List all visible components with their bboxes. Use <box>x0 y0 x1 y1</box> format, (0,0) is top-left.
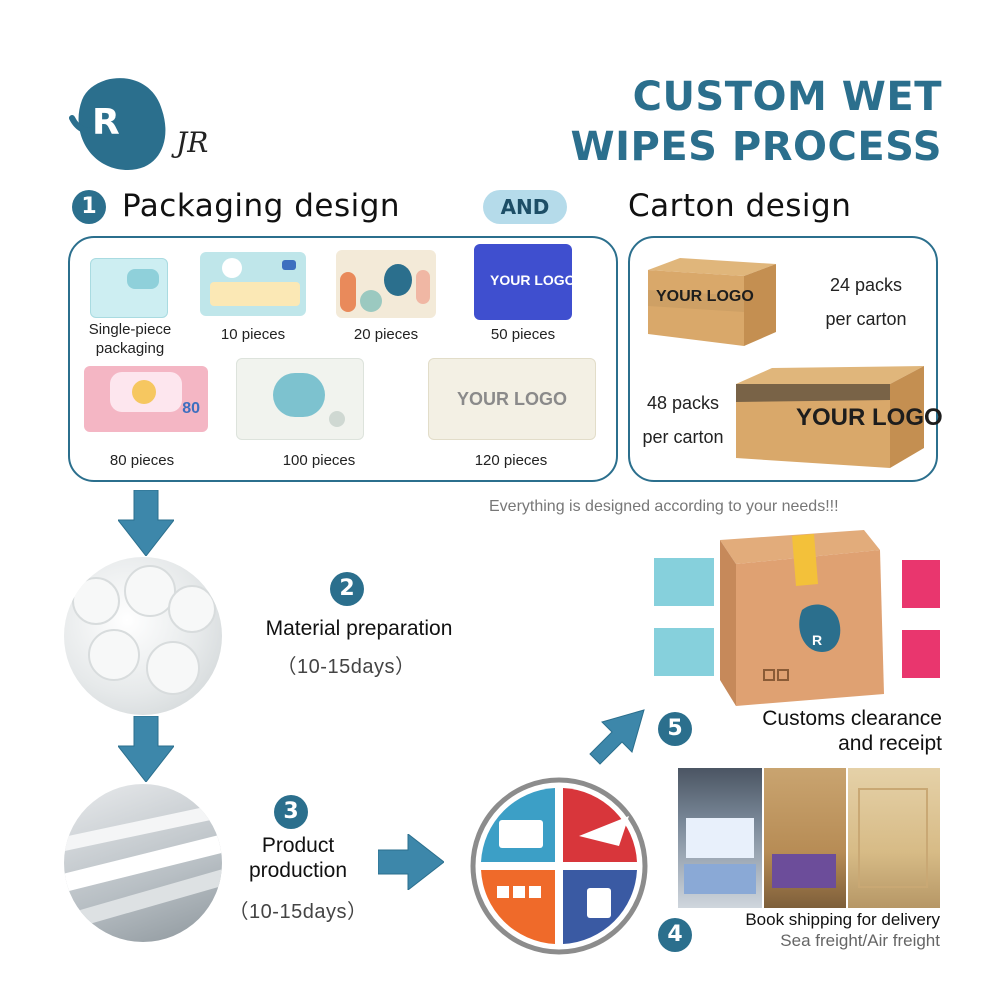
warehouse-photo-1 <box>678 768 762 908</box>
packaging-heading: Packaging design <box>122 188 401 224</box>
step-5-label-line-1: Customs clearance <box>762 707 942 730</box>
pack-80-pieces: 80 <box>84 366 208 432</box>
pack-100-pieces <box>236 358 364 440</box>
step-3-badge: 3 <box>274 795 308 829</box>
caption-120-pieces: 120 pieces <box>474 452 548 469</box>
step-2-label: Material preparation <box>265 617 453 640</box>
step-3-days: （10-15days） <box>228 901 368 923</box>
step-3-label: Product production <box>228 833 368 883</box>
step-4-label: Book shipping for delivery <box>745 910 940 929</box>
caption-single-piece: Single-piece packaging <box>88 321 172 357</box>
transport-modes-icon <box>469 776 649 956</box>
pack-50-logo: YOUR LOGO <box>490 272 572 288</box>
large-carton-caption-line-1: 48 packs <box>646 393 720 413</box>
step-5-badge: 5 <box>658 712 692 746</box>
step-2-badge: 2 <box>330 572 364 606</box>
large-carton-logo: YOUR LOGO <box>796 404 943 431</box>
pack-50-pieces: YOUR LOGO <box>474 244 572 320</box>
carton-heading: Carton design <box>628 188 852 224</box>
step-4-sublabel: Sea freight/Air freight <box>780 931 940 950</box>
caption-100-pieces: 100 pieces <box>282 452 356 469</box>
logo-letter: R <box>92 102 120 143</box>
title-line-1: CUSTOM WET <box>632 74 942 120</box>
large-carton <box>732 362 928 472</box>
step-1-badge: 1 <box>72 190 106 224</box>
small-carton-caption: 24 packs per carton <box>808 268 924 336</box>
step-2-days: （10-15days） <box>276 656 416 678</box>
small-carton-logo: YOUR LOGO <box>656 288 754 305</box>
caption-50-pieces: 50 pieces <box>490 326 556 343</box>
logo-script: JR <box>176 126 209 159</box>
production-line-image <box>64 784 222 942</box>
warehouse-photo-3 <box>848 768 940 908</box>
caption-20-pieces: 20 pieces <box>353 326 419 343</box>
down-arrow-icon-2 <box>118 716 174 782</box>
step-3-label-line-1: Product <box>261 834 335 857</box>
pack-single-piece <box>90 258 168 318</box>
pack-20-pieces <box>336 250 436 318</box>
caption-10-pieces: 10 pieces <box>220 326 286 343</box>
small-carton-caption-line-1: 24 packs <box>829 275 903 295</box>
pack-80-count: 80 <box>182 400 200 417</box>
receipt-box-illustration <box>654 530 940 708</box>
pack-120-logo: YOUR LOGO <box>457 389 568 409</box>
caption-80-pieces: 80 pieces <box>109 452 175 469</box>
small-carton-caption-line-2: per carton <box>825 309 907 329</box>
step-4-badge: 4 <box>658 918 692 952</box>
large-carton-caption: 48 packs per carton <box>634 386 732 454</box>
step-5-label: Customs clearance and receipt <box>718 706 942 756</box>
step-3-label-line-2: production <box>248 859 348 882</box>
page-title: CUSTOM WET WIPES PROCESS <box>571 72 943 172</box>
box-letter: R <box>812 632 823 648</box>
large-carton-caption-line-2: per carton <box>642 427 724 447</box>
design-note: Everything is designed according to your… <box>489 498 839 515</box>
warehouse-photo-2 <box>764 768 846 908</box>
pack-120-pieces: YOUR LOGO <box>428 358 596 440</box>
and-pill: AND <box>483 190 567 224</box>
pack-10-pieces <box>200 252 306 316</box>
material-rolls-image <box>64 557 222 715</box>
small-carton <box>640 250 780 350</box>
title-line-2: WIPES PROCESS <box>570 124 942 170</box>
diagonal-arrow-icon <box>582 702 652 772</box>
step-5-label-line-2: and receipt <box>838 732 942 755</box>
brand-logo <box>68 70 218 180</box>
right-arrow-icon <box>378 834 444 890</box>
down-arrow-icon-1 <box>118 490 174 556</box>
